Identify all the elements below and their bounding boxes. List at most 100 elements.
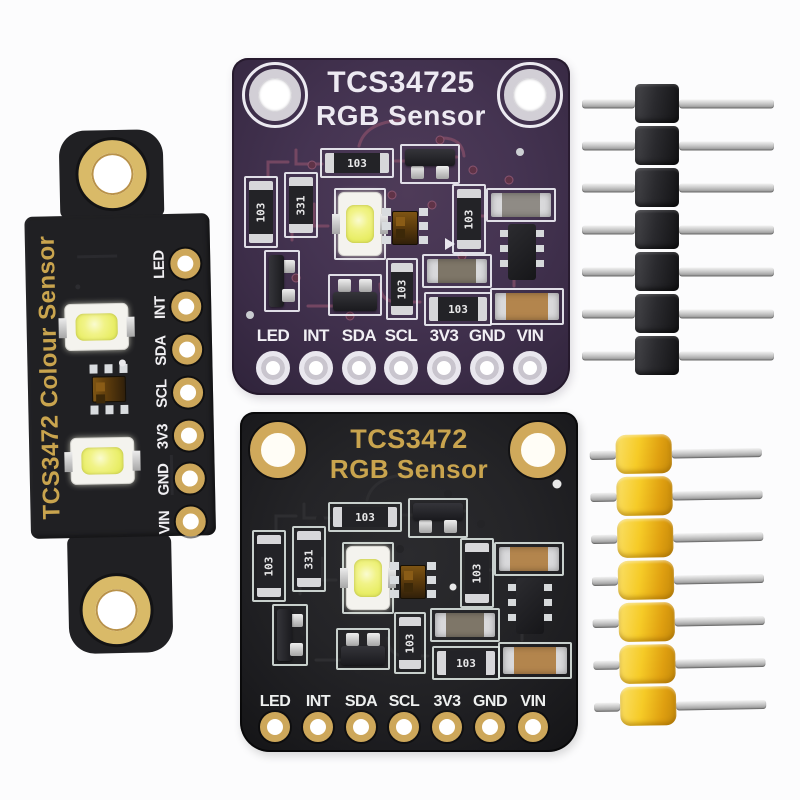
pin-label-vin: VIN [520, 693, 546, 710]
color-sensor-chip [390, 558, 436, 606]
resistor-103: 103 [452, 184, 486, 254]
ic-body [508, 224, 536, 280]
transistor [272, 604, 308, 666]
pin-label-sda: SDA [341, 326, 377, 345]
ic-chip [500, 224, 544, 280]
header-plastic-segment [615, 434, 673, 475]
pin-label-scl: SCL [388, 693, 420, 710]
header-pin-row [592, 599, 765, 644]
white-led [334, 188, 386, 260]
header-pin-right [679, 351, 774, 361]
colour-sensor-board-left: TCS3472 Colour Sensor LED INT SDA SCL 3V… [14, 124, 225, 658]
header-pin-left [590, 492, 617, 503]
header-plastic-segment [635, 252, 679, 291]
header-plastic-segment [616, 518, 674, 559]
header-pin-right [676, 699, 767, 711]
pcb-traces [75, 254, 174, 495]
capacitor [490, 288, 564, 325]
mounting-hole [497, 62, 563, 128]
header-pin-left [594, 702, 621, 712]
header-pin-left [582, 183, 635, 193]
header-pin-row [582, 167, 774, 209]
pin-label-int: INT [303, 326, 329, 345]
header-pin-left [592, 618, 619, 628]
header-pin-row [593, 641, 766, 686]
header-plastic-segment [635, 210, 679, 249]
transistor-body [269, 255, 285, 307]
header-pin-right [679, 225, 774, 235]
pin-hole [475, 712, 505, 742]
pin-label-gnd: GND [468, 326, 506, 345]
color-sensor-chip [382, 204, 428, 252]
pin-label-int: INT [151, 296, 169, 320]
header-pin-right [672, 490, 763, 501]
pin-hole [389, 712, 419, 742]
header-pin-right [679, 99, 774, 109]
pin-label-scl: SCL [384, 326, 418, 345]
header-pin-row [582, 293, 774, 335]
header-pin-row [591, 516, 764, 561]
header-pin-right [679, 309, 774, 319]
pin-label-led: LED [150, 250, 169, 280]
pin-label-3v3: 3V3 [433, 693, 461, 710]
header-plastic-segment [635, 126, 679, 165]
header-plastic-segment [617, 560, 675, 601]
pin-hole [518, 712, 548, 742]
resistor-103: 103 [394, 612, 426, 674]
pin-label-int: INT [305, 693, 331, 710]
capacitor [430, 608, 500, 642]
header-pin-row [582, 335, 774, 377]
capacitor [498, 642, 572, 679]
header-pin-left [582, 267, 635, 277]
header-plastic-segment [635, 84, 679, 123]
header-pin-left [582, 225, 635, 235]
header-pin-left [591, 576, 619, 587]
transistor-body [405, 149, 455, 167]
board-title-line2: RGB Sensor [316, 100, 486, 131]
capacitor [494, 542, 564, 576]
header-plastic-segment [635, 294, 679, 333]
capacitor [422, 254, 492, 288]
mounting-hole [250, 422, 306, 478]
pin-hole [303, 712, 333, 742]
header-pin-left [582, 141, 635, 151]
pin-hole [470, 351, 504, 385]
pin-hole [260, 712, 290, 742]
pin-label-led: LED [259, 693, 291, 710]
header-pin-left [582, 309, 635, 319]
ic-chip [508, 578, 552, 634]
pin-hole [427, 351, 461, 385]
header-plastic-segment [616, 476, 673, 517]
transistor [328, 274, 382, 316]
resistor-103: 103 [432, 646, 500, 680]
pin-hole [299, 351, 333, 385]
resistor-103: 103 [252, 530, 286, 602]
pin-label-gnd: GND [472, 693, 508, 710]
header-pin-right [679, 183, 774, 193]
pin-label-vin: VIN [156, 510, 174, 535]
header-pin-right [671, 448, 762, 459]
header-plastic-segment [619, 644, 676, 685]
rgb-sensor-board-black: TCS3472 RGB Sensor 103 103 331 103 [240, 412, 578, 752]
ic-body [516, 578, 544, 634]
pin-header-black [582, 83, 774, 379]
pin-header-yellow [589, 432, 767, 731]
header-pin-left [582, 351, 635, 361]
header-pin-row [582, 83, 774, 125]
mounting-hole [510, 422, 566, 478]
pin-label-3v3: 3V3 [154, 423, 172, 450]
pin-hole [256, 351, 290, 385]
header-pin-row [582, 251, 774, 293]
header-pin-right [679, 267, 774, 277]
pin-hole [384, 351, 418, 385]
resistor-103: 103 [328, 502, 402, 532]
header-pin-right [673, 573, 765, 585]
header-pin-left [589, 450, 616, 461]
resistor-103: 103 [244, 176, 278, 248]
resistor-103: 103 [424, 292, 492, 326]
header-pin-right [679, 141, 774, 151]
resistor-103: 103 [386, 258, 418, 320]
board-title-line1: TCS3472 [350, 424, 468, 454]
pin-hole [432, 712, 462, 742]
